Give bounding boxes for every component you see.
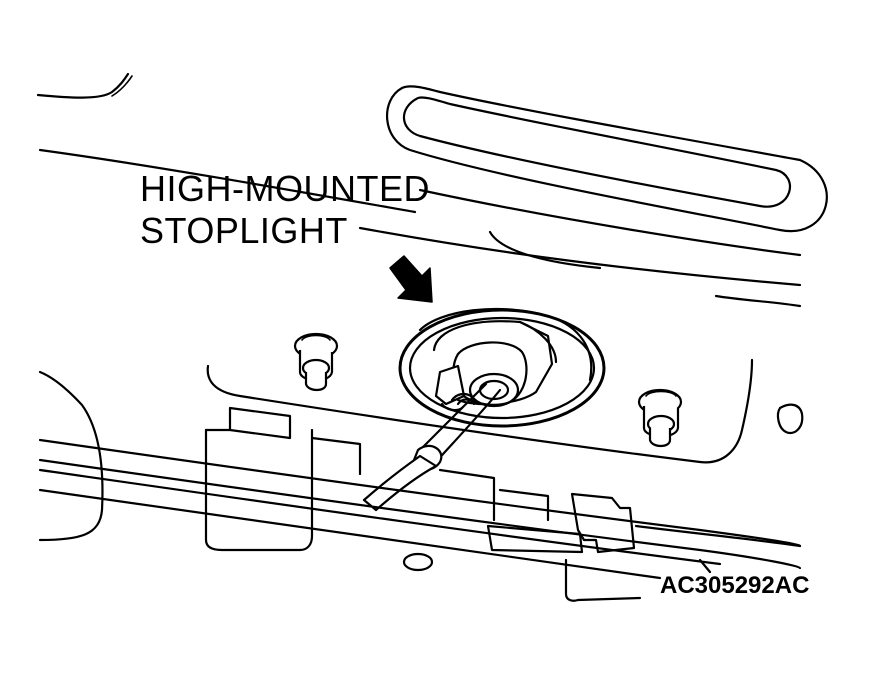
panel-clip-left: [293, 332, 339, 392]
rail-assembly: [38, 438, 802, 580]
callout-line-1: HIGH-MOUNTED: [140, 168, 430, 209]
callout-line-2: STOPLIGHT: [140, 210, 348, 251]
panel-clip-right: [637, 388, 683, 448]
mounting-bracket: [204, 406, 642, 602]
lower-hole: [402, 552, 434, 572]
wiring-harness: [362, 382, 502, 512]
callout-label: HIGH-MOUNTED STOPLIGHT: [140, 168, 430, 252]
trim-panel-body: [38, 358, 804, 542]
slot-opening: [386, 85, 828, 233]
figure-code: AC305292AC: [660, 572, 810, 599]
stoplight-socket: [398, 307, 606, 428]
arrow-icon: [389, 255, 433, 303]
trim-panel-upper: [36, 72, 802, 308]
